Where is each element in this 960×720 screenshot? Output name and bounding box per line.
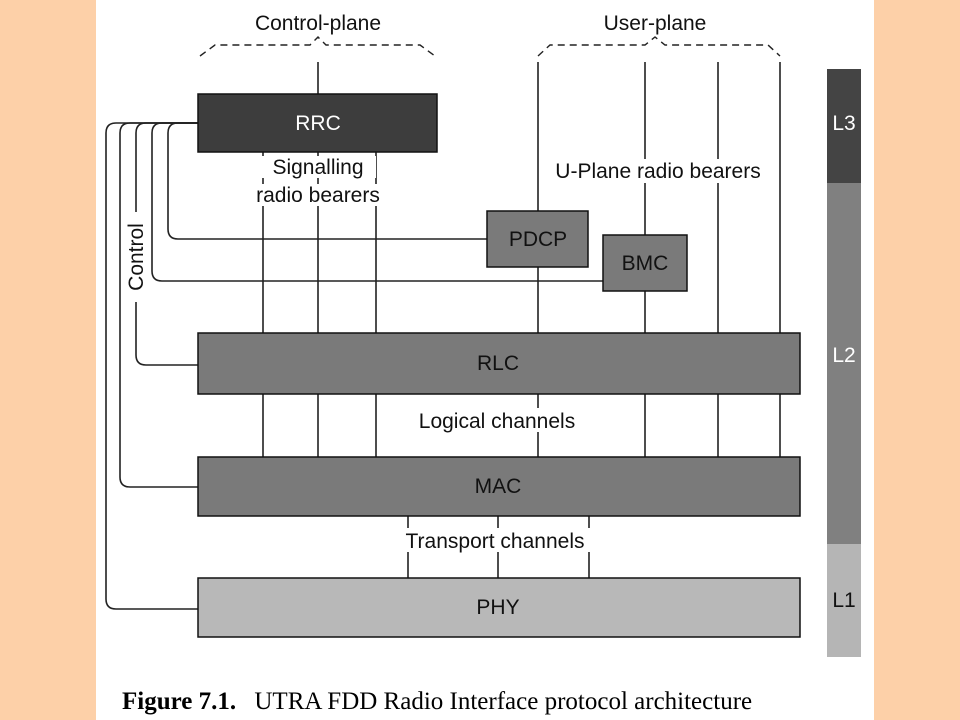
figure-caption: Figure 7.1. UTRA FDD Radio Interface pro…: [122, 688, 752, 715]
layer-l1-bar: [827, 544, 861, 657]
bmc-label: BMC: [622, 252, 669, 275]
transport-channels-label-bg: [388, 528, 602, 552]
uplane-label-bg: [542, 159, 774, 183]
control-line-phy: [105, 122, 198, 610]
pdcp-block: PDCP: [486, 210, 589, 268]
layer-bar: L3 L2 L1: [827, 69, 861, 657]
rlc-label: RLC: [477, 352, 519, 375]
user-plane-label: User-plane: [604, 12, 707, 35]
rrc-label: RRC: [295, 112, 341, 135]
figure-title: UTRA FDD Radio Interface protocol archit…: [254, 688, 752, 715]
control-plane-brace: [199, 36, 436, 57]
signalling-label-bg-2: [244, 184, 392, 206]
layer-l3-bar: [827, 69, 861, 183]
phy-block: PHY: [197, 577, 801, 638]
control-label-bg: [124, 212, 148, 302]
user-plane-brace: [537, 36, 781, 57]
mac-label: MAC: [475, 475, 522, 498]
rlc-block: RLC: [197, 332, 801, 395]
layer-l1-label: L1: [832, 589, 855, 612]
transport-channels-label: Transport channels: [406, 530, 585, 553]
bmc-block: BMC: [602, 234, 688, 292]
figure-number: Figure 7.1.: [122, 688, 236, 715]
radio-bearers-label: radio bearers: [256, 184, 380, 207]
mac-block: MAC: [197, 456, 801, 517]
uplane-bearers-label: U-Plane radio bearers: [555, 160, 760, 183]
control-plane-label: Control-plane: [255, 12, 381, 35]
signalling-label: Signalling: [272, 156, 363, 179]
rrc-block: RRC: [197, 93, 438, 153]
layer-l2-bar: [827, 183, 861, 544]
control-label: Control: [125, 223, 148, 291]
pdcp-label: PDCP: [509, 228, 567, 251]
layer-l2-label: L2: [832, 344, 855, 367]
logical-channels-label-bg: [403, 408, 591, 432]
logical-channels-label: Logical channels: [419, 410, 575, 433]
layer-l3-label: L3: [832, 112, 855, 135]
phy-label: PHY: [476, 596, 519, 619]
signalling-label-bg: [262, 156, 376, 178]
